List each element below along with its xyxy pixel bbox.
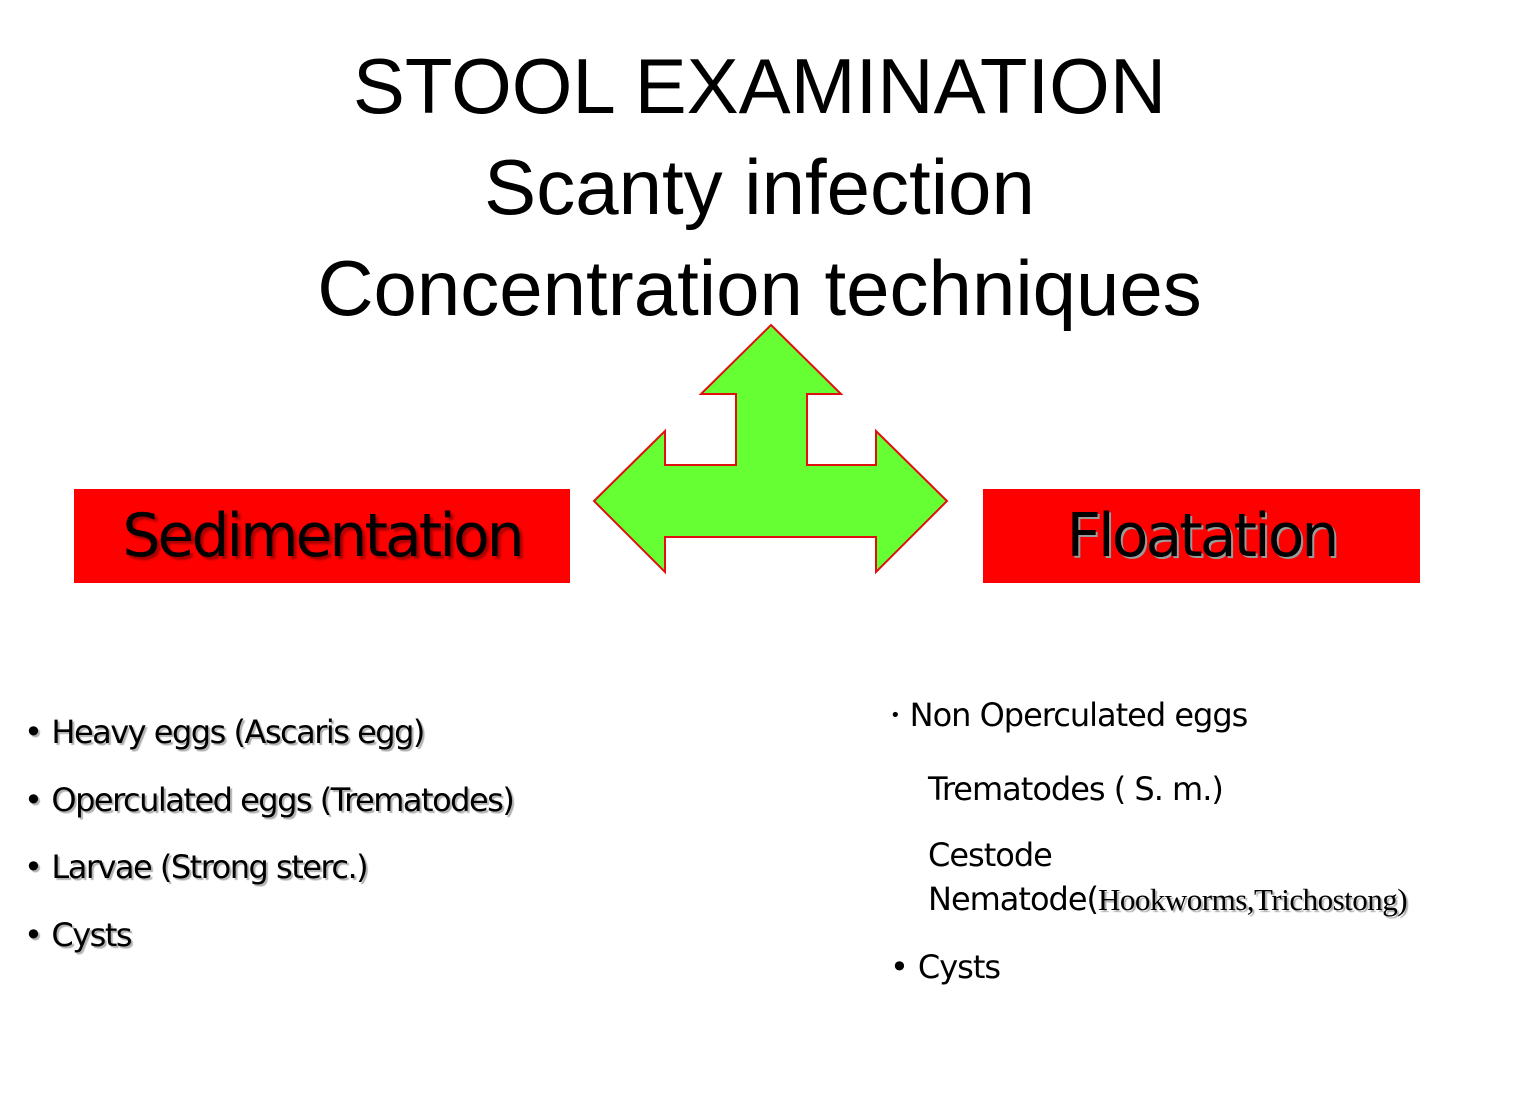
list-item: •Cysts — [890, 948, 1001, 986]
list-item: •Larvae (Strong sterc.) — [24, 841, 513, 909]
title-line-3: Concentration techniques — [317, 244, 1202, 332]
sedimentation-label: Sedimentation — [122, 501, 524, 571]
list-item: Nematode(Hookworms,Trichostong) — [928, 880, 1408, 918]
sedimentation-list: •Heavy eggs (Ascaris egg) •Operculated e… — [24, 706, 515, 977]
list-item: •Operculated eggs (Trematodes) — [24, 774, 515, 842]
list-item: •Heavy eggs (Ascaris egg) — [24, 706, 513, 774]
list-item-text: Non Operculated eggs — [909, 696, 1249, 734]
list-item-text: Cysts — [51, 915, 132, 954]
list-item: •Cysts — [24, 909, 513, 977]
list-item-text: Nematode( — [928, 880, 1099, 918]
bullet: • — [24, 780, 43, 819]
bullet: • — [24, 848, 43, 886]
floatation-label: Floatation — [1066, 501, 1340, 571]
title-line-2: Scanty infection — [484, 143, 1035, 231]
list-item-text: Cestode — [928, 836, 1053, 874]
bullet: • — [890, 948, 909, 986]
arrow-shape — [592, 323, 949, 575]
title-line-1: STOOL EXAMINATION — [352, 42, 1167, 130]
sedimentation-box: Sedimentation — [74, 489, 570, 583]
list-item-detail: Hookworms,Trichostong) — [1098, 882, 1408, 917]
list-item-text: Larvae (Strong sterc.) — [51, 848, 368, 886]
bullet: • — [24, 713, 43, 751]
bullet: • — [24, 915, 43, 954]
list-item-text: Cysts — [917, 948, 1001, 986]
list-item: Trematodes ( S. m.) — [928, 770, 1224, 808]
bullet: • — [890, 705, 901, 726]
list-item-text: Operculated eggs (Trematodes) — [51, 780, 514, 819]
list-item-text: Trematodes ( S. m.) — [928, 770, 1224, 808]
list-item: • Non Operculated eggs — [890, 696, 1249, 734]
floatation-box: Floatation — [983, 489, 1420, 583]
list-item: Cestode — [928, 836, 1053, 874]
slide-title: STOOL EXAMINATION Scanty infection Conce… — [0, 36, 1519, 339]
list-item-text: Heavy eggs (Ascaris egg) — [51, 713, 425, 751]
